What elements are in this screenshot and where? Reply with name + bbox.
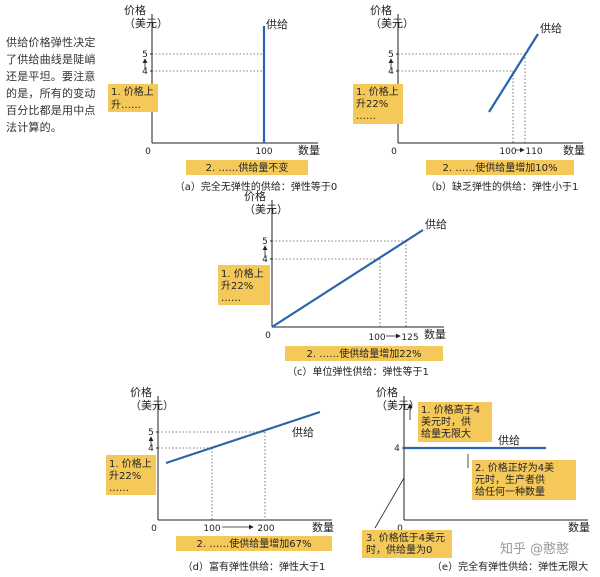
intro-text: 供给价格弹性决定了供给曲线是陡峭还是平坦。要注意的是，所有的变动百分比都是用中点…	[6, 36, 96, 134]
curve-label: 供给	[292, 425, 314, 439]
note-mid-box	[472, 460, 576, 500]
qty-note: 2. ……使供给量增加22%	[307, 347, 422, 360]
x-axis-label: 数量	[568, 521, 590, 534]
caption: （d）富有弹性供给：弹性大于1	[183, 560, 326, 573]
supply-curve	[488, 33, 539, 113]
chart-c: 价格（美元） 数量 0 4 5 供给 100 125 1. 价格上升22%…… 2. ……使供给量…	[218, 189, 447, 378]
qty-note-box	[426, 160, 574, 175]
x-tick-label: 100	[368, 333, 385, 343]
y-tick-label: 4	[148, 444, 154, 454]
qty-note-box	[186, 160, 308, 175]
y-tick-label: 4	[262, 255, 268, 265]
note-mid: 2. 价格正好为4美元时，生产者供给任何一种数量	[475, 461, 554, 498]
qty-note: 2. ……使供给量增加10%	[443, 161, 558, 174]
caption: （a）完全无弹性的供给：弹性等于0	[175, 180, 338, 193]
y-tick-label: 4	[142, 67, 148, 77]
y-tick-label: 5	[388, 50, 394, 60]
supply-curve	[271, 229, 424, 328]
y-tick-label: 4	[394, 444, 400, 454]
origin-label: 0	[151, 524, 157, 534]
price-note: 1. 价格上升22%……	[221, 267, 264, 304]
y-axis-label: 价格（美元）	[124, 3, 168, 30]
x-tick-label: 200	[257, 524, 274, 534]
qty-note: 2. ……供给量不变	[206, 161, 289, 174]
caption: （b）缺乏弹性的供给：弹性小于1	[426, 180, 579, 193]
note-below: 3. 价格低于4美元时，供给量为0	[366, 531, 445, 556]
watermark: 知乎 @憨憨	[500, 542, 570, 557]
origin-label: 0	[397, 524, 403, 534]
curve-label: 供给	[425, 217, 447, 231]
price-note-box	[106, 455, 156, 495]
price-note-box	[218, 265, 270, 305]
y-tick-label: 4	[388, 67, 394, 77]
chart-b: 价格（美元） 数量 0 4 5 供给 100 110 1. 价格上升22%…… 2. ……使供给量…	[353, 3, 585, 193]
supply-curve	[165, 410, 321, 465]
y-tick-label: 5	[148, 428, 154, 438]
qty-note-box	[285, 346, 443, 361]
price-note: 1. 价格上升22%……	[356, 85, 399, 122]
origin-label: 0	[145, 147, 151, 157]
x-tick-label: 100	[255, 147, 272, 157]
price-note-box	[108, 84, 158, 112]
x-tick-label: 100	[203, 524, 220, 534]
x-tick-label: 125	[401, 333, 418, 343]
y-tick-label: 5	[262, 237, 268, 247]
y-axis-label: 价格（美元）	[376, 385, 420, 412]
y-axis-label: 价格（美元）	[244, 189, 288, 216]
note-below-box	[362, 530, 452, 558]
qty-note: 2. ……使供给量增加67%	[197, 537, 312, 550]
chart-a: 价格（美元） 数量 0 4 5 供给 100 1. 价格上升…… 2. ……供给量不变 （a）完全…	[108, 3, 337, 193]
price-note: 1. 价格上升……	[111, 85, 154, 111]
price-note-box	[353, 84, 403, 124]
note-above-box	[418, 402, 492, 442]
chart-d: 价格（美元） 数量 0 4 5 供给 100 200 1. 价格上升22%…… 2. ……使供给量…	[106, 385, 334, 573]
y-axis-label: 价格（美元）	[370, 3, 414, 30]
y-axis-label: 价格（美元）	[130, 385, 174, 412]
price-note: 1. 价格上升22%……	[109, 457, 152, 494]
curve-label: 供给	[540, 21, 562, 35]
x-axis-label: 数量	[563, 144, 585, 157]
y-tick-label: 5	[142, 50, 148, 60]
x-tick-label: 110	[525, 147, 542, 157]
curve-label: 供给	[498, 433, 520, 447]
origin-label: 0	[391, 147, 397, 157]
curve-label: 供给	[266, 17, 288, 31]
qty-note-box	[176, 536, 332, 551]
x-axis-label: 数量	[312, 521, 334, 534]
caption: （c）单位弹性供给：弹性等于1	[287, 365, 429, 378]
x-axis-label: 数量	[424, 328, 446, 341]
x-tick-label: 100	[499, 147, 516, 157]
caption: （e）完全有弹性供给：弹性无限大	[432, 560, 588, 573]
origin-label: 0	[265, 331, 271, 341]
pointer-line	[374, 477, 405, 529]
x-axis-label: 数量	[298, 144, 320, 157]
